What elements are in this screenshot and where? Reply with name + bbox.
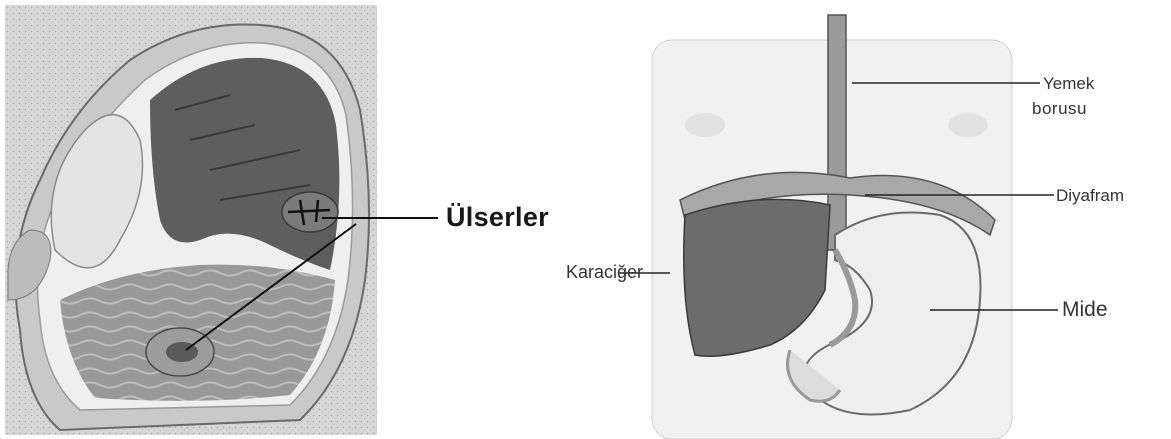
ulcer-leader-lower <box>186 224 356 350</box>
stomach-label: Mide <box>1062 298 1108 322</box>
liver-label: Karaciğer <box>566 262 643 283</box>
esophagus-label-line1: Yemek <box>1043 74 1094 94</box>
esophagus-label-line2: borusu <box>1032 99 1087 119</box>
ulcers-label: Ülserler <box>446 202 549 233</box>
diaphragm-label: Diyafram <box>1056 186 1124 206</box>
